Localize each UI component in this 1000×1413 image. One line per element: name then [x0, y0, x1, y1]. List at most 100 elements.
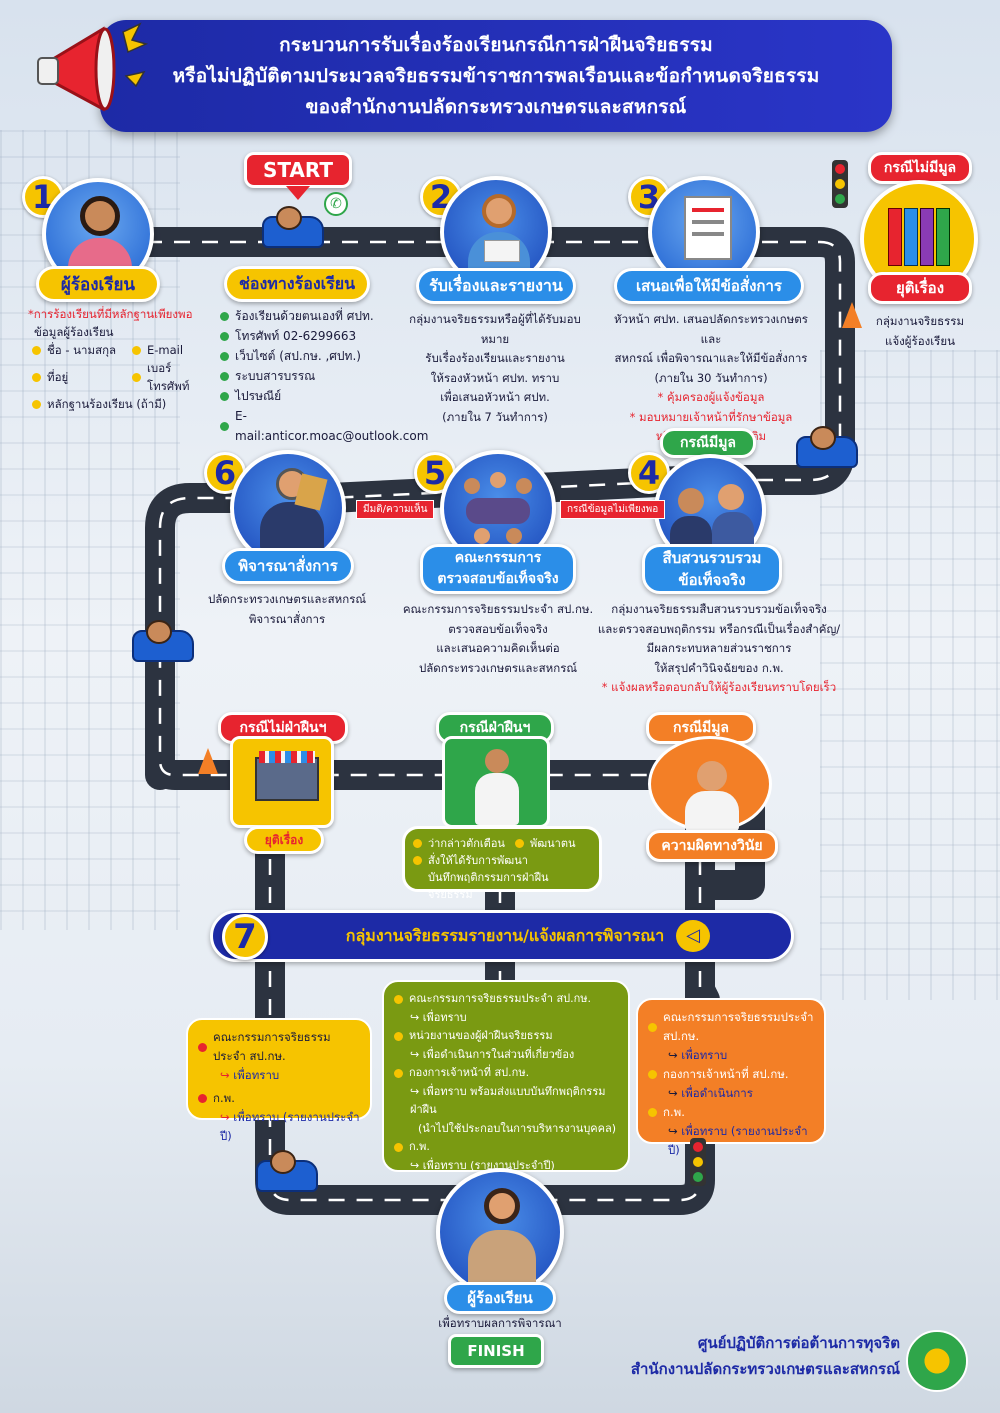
channel-item: โทรศัพท์ 02-6299663: [235, 329, 357, 343]
channel-item: E-mail:anticor.moac@outlook.com: [235, 409, 429, 443]
step-3-line: หัวหน้า ศปท. เสนอปลัดกระทรวงเกษตรและ: [614, 312, 808, 346]
step-3-note: * มอบหมายเจ้าหน้าที่รักษาข้อมูล: [629, 409, 793, 424]
footer-line-1: ศูนย์ปฏิบัติการต่อต้านการทุจริต: [697, 1334, 900, 1352]
step-1-item: ชื่อ - นามสกุล: [47, 343, 117, 357]
step-1-details: *การร้องเรียนที่มีหลักฐานเพียงพอ ข้อมูลผ…: [28, 305, 208, 413]
car-icon: [132, 620, 194, 662]
step-6-number: 6: [204, 452, 246, 494]
footer: ศูนย์ปฏิบัติการต่อต้านการทุจริต สำนักงาน…: [584, 1330, 900, 1382]
report-action-text: เพื่อทราบ (รายงานประจำปี): [422, 1158, 555, 1172]
report-action: ↪ เพื่อทราบ: [220, 1068, 280, 1082]
report-box-orange: คณะกรรมการจริยธรรมประจำ สป.กษ. ↪ เพื่อทร…: [636, 998, 826, 1157]
step-4-line: ให้สรุปคำวินิจฉัยของ ก.พ.: [654, 660, 784, 675]
step-5-label-line-1: คณะกรรมการ: [454, 550, 542, 566]
step-3-line: (ภายใน 30 วันทำการ): [654, 370, 768, 385]
step-1-item: หลักฐานร้องเรียน (ถ้ามี): [47, 397, 167, 411]
step-1-sub: ข้อมูลผู้ร้องเรียน: [34, 325, 114, 339]
footer-line-2: สำนักงานปลัดกระทรวงเกษตรและสหกรณ์: [630, 1360, 900, 1378]
title-banner: กระบวนการรับเรื่องร้องเรียนกรณีการฝ่าฝืน…: [100, 20, 892, 132]
violation-item: สั่งให้ได้รับการพัฒนา: [428, 854, 528, 867]
report-action: ↪ เพื่อดำเนินการ: [668, 1086, 753, 1100]
step-5-line: ตรวจสอบข้อเท็จจริง: [448, 621, 548, 636]
step-5-label: คณะกรรมการ ตรวจสอบข้อเท็จจริง: [420, 544, 576, 594]
step-3-details: หัวหน้า ศปท. เสนอปลัดกระทรวงเกษตรและ สหก…: [604, 310, 818, 447]
step-4-note: * แจ้งผลหรือตอบกลับให้ผู้ร้องเรียนทราบโด…: [601, 680, 837, 694]
report-recipient: คณะกรรมการจริยธรรมประจำ สป.กษ.: [213, 1030, 331, 1063]
finish-sign: FINISH: [448, 1334, 544, 1368]
report-action: ↪ เพื่อทราบ (รายงานประจำปี): [410, 1158, 555, 1172]
step-5-details: คณะกรรมการจริยธรรมประจำ สป.กษ. ตรวจสอบข้…: [394, 600, 602, 678]
violation-item: ว่ากล่าวตักเตือน: [428, 837, 505, 850]
step-4-line: และตรวจสอบพฤติกรรม หรือกรณีเป็นเรื่องสำค…: [597, 621, 841, 636]
report-action: ↪ เพื่อทราบ: [410, 1010, 467, 1024]
car-icon-start: [262, 206, 324, 248]
megaphone-icon: [37, 22, 148, 112]
step-4-line: มีผลกระทบหลายส่วนราชการ: [646, 641, 792, 655]
start-sign: START: [244, 152, 352, 188]
final-illustration: [436, 1168, 564, 1296]
no-basis-line: แจ้งผู้ร้องเรียน: [885, 333, 955, 348]
traffic-cone-icon: [842, 302, 862, 328]
step-4-label: สืบสวนรวบรวม ข้อเท็จจริง: [642, 544, 782, 594]
report-action-text: เพื่อทราบ พร้อมส่งแบบบันทึกพฤติกรรมฝ่าฝื…: [410, 1084, 606, 1117]
step-6-label: พิจารณาสั่งการ: [222, 548, 354, 584]
report-action-text: เพื่อทราบ (รายงานประจำปี): [668, 1124, 808, 1157]
channel-item: เว็บไซต์ (สป.กษ. ,ศปท.): [235, 349, 361, 363]
report-recipient: ก.พ.: [213, 1091, 235, 1105]
step-5-arrow-label: กรณีข้อมูลไม่เพียงพอ: [560, 500, 666, 519]
report-action-text: เพื่อทราบ: [422, 1010, 467, 1024]
step-1-item: E-mail: [147, 343, 184, 357]
phone-icon: ✆: [324, 192, 348, 216]
step-6-details: ปลัดกระทรวงเกษตรและสหกรณ์ พิจารณาสั่งการ: [192, 590, 382, 629]
final-label: ผู้ร้องเรียน: [444, 1282, 556, 1314]
report-action-text: เพื่อทราบ: [681, 1048, 728, 1062]
traffic-cone-icon: [198, 748, 218, 774]
traffic-light-icon: [832, 160, 848, 208]
report-action-text: เพื่อทราบ: [233, 1068, 280, 1082]
step-4-details: กลุ่มงานจริยธรรมสืบสวนรวบรวมข้อเท็จจริง …: [590, 600, 848, 698]
no-basis-line: กลุ่มงานจริยธรรม: [875, 314, 965, 328]
step-5-line: คณะกรรมการจริยธรรมประจำ สป.กษ.: [402, 602, 594, 616]
channels-label: ช่องทางร้องเรียน: [224, 266, 370, 302]
report-recipient: หน่วยงานของผู้ฝ่าฝืนจริยธรรม: [409, 1029, 553, 1042]
filing-cabinet-illustration: [230, 736, 334, 828]
step-2-line: ให้รองหัวหน้า ศปท. ทราบ: [430, 370, 560, 385]
no-basis-label: กรณีไม่มีมูล: [868, 152, 972, 184]
channel-item: ร้องเรียนด้วยตนเองที่ ศปท.: [235, 309, 374, 323]
report-recipient: กองการเจ้าหน้าที่ สป.กษ.: [663, 1067, 789, 1081]
final-sub: เพื่อทราบผลการพิจารณา: [438, 1316, 562, 1330]
report-action-text: เพื่อทราบ (รายงานประจำปี): [220, 1110, 360, 1143]
title-line-1: กระบวนการรับเรื่องร้องเรียนกรณีการฝ่าฝืน…: [279, 33, 713, 56]
title-line-3: ของสำนักงานปลัดกระทรวงเกษตรและสหกรณ์: [305, 95, 687, 118]
step-3-note: * คุ้มครองผู้แจ้งข้อมูล: [657, 390, 765, 404]
no-basis-end-label: ยุติเรื่อง: [868, 272, 972, 304]
step-6-arrow-label: มีมติ/ความเห็น: [356, 500, 435, 519]
report-action: ↪ เพื่อทราบ (รายงานประจำปี): [668, 1124, 808, 1157]
report-action: ↪ เพื่อทราบ: [668, 1048, 728, 1062]
step-2-label: รับเรื่องและรายงาน: [416, 268, 576, 304]
ministry-logo: [906, 1330, 968, 1392]
report-action-text: เพื่อดำเนินการ: [681, 1086, 753, 1100]
report-recipient: ก.พ.: [663, 1105, 685, 1119]
step-2-line: กลุ่มงานจริยธรรมหรือผู้ที่ได้รับมอบหมาย: [409, 312, 581, 346]
step-4-line: กลุ่มงานจริยธรรมสืบสวนรวบรวมข้อเท็จจริง: [611, 602, 827, 616]
step-6-line: พิจารณาสั่งการ: [248, 611, 326, 626]
step-3-label: เสนอเพื่อให้มีข้อสั่งการ: [614, 268, 804, 304]
report-recipient: คณะกรรมการจริยธรรมประจำ สป.กษ.: [663, 1010, 814, 1043]
step-2-line: รับเรื่องร้องเรียนและรายงาน: [425, 351, 565, 365]
step-1-item: ที่อยู่: [47, 370, 69, 384]
report-action: ↪ เพื่อทราบ (รายงานประจำปี): [220, 1110, 360, 1143]
step-6-illustration: [230, 450, 346, 566]
step-1-note: *การร้องเรียนที่มีหลักฐานเพียงพอ: [28, 307, 193, 321]
channel-item: ไปรษณีย์: [235, 389, 282, 403]
no-basis-details: กลุ่มงานจริยธรรม แจ้งผู้ร้องเรียน: [858, 312, 982, 351]
traffic-light-icon: [690, 1138, 706, 1186]
car-icon: [796, 426, 858, 468]
car-icon: [256, 1150, 318, 1192]
outcome-basis-end-label: ความผิดทางวินัย: [646, 830, 778, 862]
violation-item: พัฒนาตน: [529, 837, 576, 850]
step-5-label-line-2: ตรวจสอบข้อเท็จจริง: [437, 571, 559, 587]
step-5-line: และเสนอความคิดเห็นต่อ: [436, 641, 560, 655]
start-sign-pointer: [286, 186, 310, 200]
step-7-label: กลุ่มงานจริยธรรมรายงาน/แจ้งผลการพิจารณา: [345, 926, 665, 945]
